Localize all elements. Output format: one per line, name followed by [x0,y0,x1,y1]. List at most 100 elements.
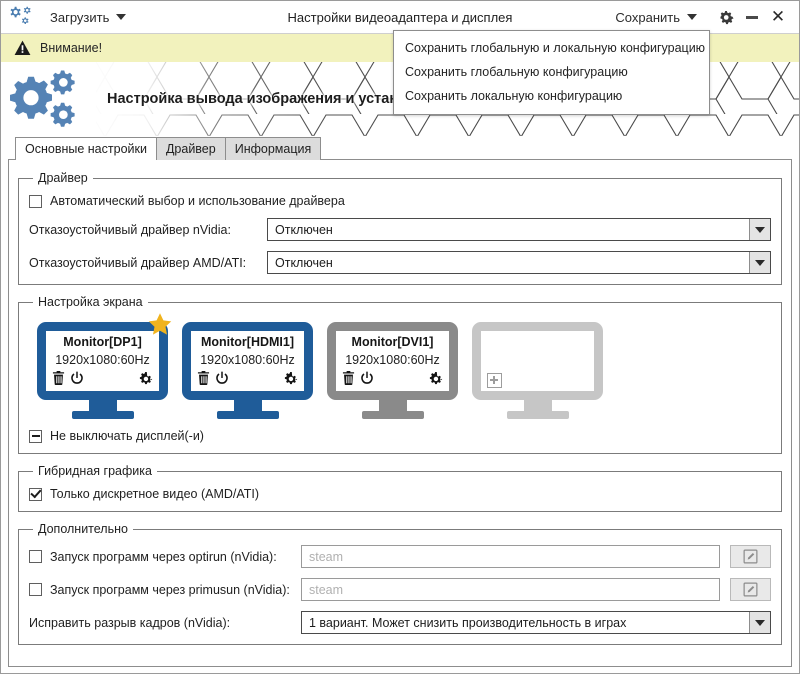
warning-text: Внимание! [40,41,103,55]
hybrid-graphics-group: Гибридная графика Только дискретное виде… [18,464,782,512]
amd-driver-label: Отказоустойчивый драйвер AMD/ATI: [29,255,247,270]
monitor-base [71,411,134,419]
nvidia-driver-value: Отключен [275,222,333,237]
monitor-name: Monitor[DP1] [63,335,142,349]
titlebar-controls: Сохранить ✕ [615,4,799,30]
warning-triangle-icon [14,40,31,56]
primusun-label: Запуск программ через primusun (nVidia): [50,582,290,597]
monitor-card-hdmi1[interactable]: Monitor[HDMI1] 1920x1080:60Hz [182,322,313,419]
monitor-actions [197,371,298,388]
tearfix-label: Исправить разрыв кадров (nVidia): [29,615,231,630]
power-icon[interactable] [215,371,229,388]
minimize-icon [746,15,758,19]
keep-displays-on-label: Не выключать дисплей(-и) [50,429,204,443]
screen-group-legend: Настройка экрана [38,295,143,309]
gear-icon[interactable] [139,371,153,388]
gear-icon[interactable] [284,371,298,388]
monitor-name: Monitor[HDMI1] [200,335,295,349]
gear-icon[interactable] [429,371,443,388]
optirun-label: Запуск программ через optirun (nVidia): [50,549,277,564]
chevron-down-icon [749,252,770,273]
minimize-button[interactable] [739,4,765,30]
screen-group: Настройка экрана Monitor[DP1] 1920x1080:… [18,295,782,454]
monitor-card-add-new[interactable] [472,322,603,419]
monitor-base [506,411,569,419]
auto-driver-checkbox[interactable]: Автоматический выбор и использование дра… [29,194,345,208]
monitor-actions [342,371,443,388]
monitor-list: Monitor[DP1] 1920x1080:60Hz [29,313,771,423]
monitor-card-dvi1[interactable]: Monitor[DVI1] 1920x1080:60Hz [327,322,458,419]
primary-star-icon [147,312,173,337]
trash-icon[interactable] [52,371,65,388]
monitor-stand [378,400,407,411]
menu-item-save-global[interactable]: Сохранить глобальную конфигурацию [405,65,628,79]
tab-main-settings[interactable]: Основные настройки [15,136,157,160]
monitor-screen: Monitor[DP1] 1920x1080:60Hz [37,322,168,400]
primusun-input[interactable] [301,578,720,601]
menu-item-save-global-and-local[interactable]: Сохранить глобальную и локальную конфигу… [405,41,706,55]
nvidia-driver-select[interactable]: Отключен [267,218,771,241]
chevron-down-icon [749,612,770,633]
driver-group: Драйвер Автоматический выбор и использов… [18,171,782,285]
chevron-down-icon [749,219,770,240]
tearfix-value: 1 вариант. Может снизить производительно… [309,615,627,630]
monitor-card-dp1[interactable]: Monitor[DP1] 1920x1080:60Hz [37,313,172,419]
power-icon[interactable] [360,371,374,388]
chevron-down-icon [116,14,127,20]
hybrid-graphics-legend: Гибридная графика [38,464,152,478]
amd-driver-select[interactable]: Отключен [267,251,771,274]
keep-displays-on-checkbox[interactable]: Не выключать дисплей(-и) [29,429,204,443]
tab-information[interactable]: Информация [224,136,322,160]
auto-driver-label: Автоматический выбор и использование дра… [50,194,345,208]
save-dropdown-menu: Сохранить глобальную и локальную конфигу… [393,30,710,115]
monitor-name: Monitor[DVI1] [351,335,434,349]
tab-driver[interactable]: Драйвер [155,136,226,160]
monitor-stand [88,400,117,411]
load-menu-label: Загрузить [50,9,110,25]
close-button[interactable]: ✕ [765,4,791,30]
checkbox-box [29,429,42,443]
monitor-base [361,411,424,419]
checkbox-box [29,487,42,501]
app-gears-icon [10,5,36,29]
settings-button[interactable] [713,4,739,30]
save-menu-label: Сохранить [615,9,680,25]
discrete-video-label: Только дискретное видео (AMD/ATI) [50,487,260,501]
monitor-screen [472,322,603,400]
nvidia-driver-label: Отказоустойчивый драйвер nVidia: [29,222,231,237]
pencil-icon [743,549,758,564]
trash-icon[interactable] [342,371,355,388]
banner-gears-logo-icon [1,64,97,134]
monitor-screen: Monitor[HDMI1] 1920x1080:60Hz [182,322,313,400]
checkbox-box [29,550,42,563]
driver-group-legend: Драйвер [38,171,88,185]
power-icon[interactable] [70,371,84,388]
amd-driver-value: Отключен [275,255,333,270]
checkbox-box [29,194,42,208]
monitor-base [216,411,279,419]
tab-strip: Основные настройки Драйвер Информация [1,136,799,160]
close-icon: ✕ [770,6,786,27]
save-menu-button[interactable]: Сохранить [615,10,697,25]
optirun-edit-button[interactable] [730,545,771,568]
additional-group-legend: Дополнительно [38,522,128,536]
add-plus-icon[interactable] [487,373,502,388]
optirun-input[interactable] [301,545,720,568]
primusun-checkbox[interactable]: Запуск программ через primusun (nVidia): [29,583,301,597]
monitor-stand [233,400,262,411]
monitor-resolution: 1920x1080:60Hz [345,352,440,367]
optirun-checkbox[interactable]: Запуск программ через optirun (nVidia): [29,550,301,564]
discrete-video-checkbox[interactable]: Только дискретное видео (AMD/ATI) [29,487,259,501]
load-menu-button[interactable]: Загрузить [50,9,127,25]
tearfix-select[interactable]: 1 вариант. Может снизить производительно… [301,611,771,634]
menu-item-save-local[interactable]: Сохранить локальную конфигурацию [405,89,623,103]
primusun-edit-button[interactable] [730,578,771,601]
checkbox-box [29,583,42,596]
tab-panel-main-settings: Драйвер Автоматический выбор и использов… [8,159,792,667]
trash-icon[interactable] [197,371,210,388]
monitor-resolution: 1920x1080:60Hz [55,352,150,367]
monitor-stand [523,400,552,411]
monitor-actions [52,371,153,388]
monitor-actions [487,373,588,388]
